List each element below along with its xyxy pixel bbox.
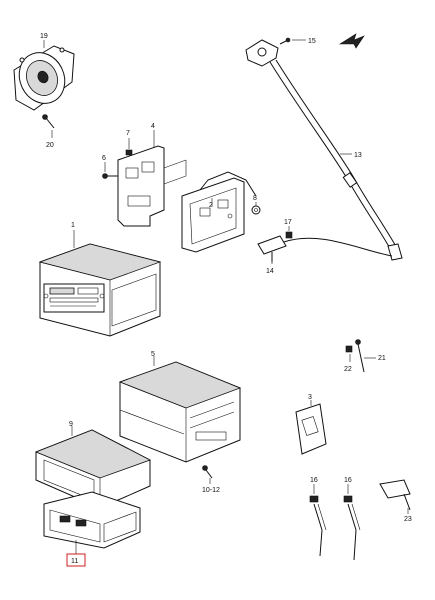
wire-tie-left[interactable]	[309, 495, 327, 557]
mount-nut[interactable]	[251, 205, 261, 215]
callout-11: 11	[71, 558, 78, 565]
callout-10-12: 10-12	[202, 487, 220, 494]
antenna-connector[interactable]	[257, 235, 393, 262]
bracket-wire[interactable]	[199, 171, 257, 197]
retaining-clip[interactable]	[379, 479, 411, 511]
bracket-bolt[interactable]	[102, 173, 119, 179]
callout-14: 14	[266, 268, 274, 275]
callout-6: 6	[102, 155, 106, 162]
callout-2: 2	[209, 202, 213, 209]
storage-pocket[interactable]	[34, 429, 151, 509]
connector-clip[interactable]	[285, 231, 293, 239]
cage-screw[interactable]	[202, 465, 213, 479]
audio-head-unit[interactable]	[38, 243, 162, 337]
harness-bolt[interactable]	[345, 339, 365, 373]
callout-15: 15	[308, 38, 316, 45]
wire-tie-right[interactable]	[343, 495, 361, 561]
callout-7: 7	[126, 130, 130, 137]
callout-19: 19	[40, 33, 48, 40]
callout-13: 13	[354, 152, 362, 159]
callout-9: 9	[69, 421, 73, 428]
antenna-base[interactable]	[245, 37, 291, 67]
antenna-cable[interactable]	[269, 59, 403, 261]
callout-21: 21	[378, 355, 386, 362]
mounting-bracket[interactable]	[117, 145, 187, 227]
speaker-screw[interactable]	[42, 114, 55, 129]
direction-arrow-icon	[338, 33, 365, 49]
callout-22: 22	[344, 366, 352, 373]
side-bracket[interactable]	[181, 177, 245, 253]
callout-5: 5	[151, 351, 155, 358]
callout-16-right: 16	[344, 477, 352, 484]
installation-cage[interactable]	[118, 361, 242, 463]
pocket-bezel[interactable]	[43, 491, 141, 549]
speaker[interactable]	[11, 45, 75, 111]
bracket-nut[interactable]	[125, 149, 133, 156]
callout-23: 23	[404, 516, 412, 523]
callout-11-highlight	[66, 553, 86, 567]
callout-8: 8	[253, 195, 257, 202]
callout-16-left: 16	[310, 477, 318, 484]
callout-20: 20	[46, 142, 54, 149]
callout-17: 17	[284, 219, 292, 226]
owners-manual[interactable]	[295, 403, 327, 455]
callout-1: 1	[71, 222, 75, 229]
callout-3: 3	[308, 394, 312, 401]
callout-4: 4	[151, 123, 155, 130]
